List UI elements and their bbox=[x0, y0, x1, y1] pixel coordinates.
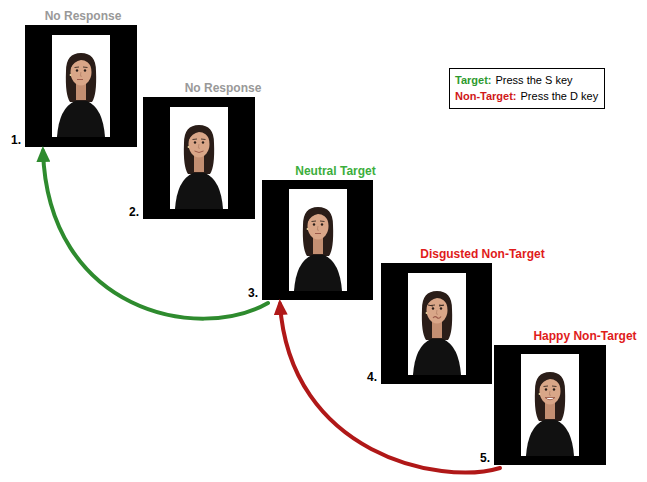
key-term: Non-Target: bbox=[455, 90, 517, 102]
stimulus-frame: No Response2. bbox=[143, 97, 255, 219]
key-line: Target: Press the S key bbox=[455, 72, 598, 88]
trial-label: Disgusted Non-Target bbox=[420, 247, 544, 261]
key-box: Target: Press the S keyNon-Target: Press t… bbox=[449, 68, 605, 109]
key-instruction: Press the D key bbox=[521, 90, 599, 102]
callout-number: 3. bbox=[248, 286, 258, 300]
trial-label: No Response bbox=[185, 81, 262, 95]
return-arrow bbox=[280, 304, 500, 473]
callout-number: 4. bbox=[367, 370, 377, 384]
trial-label: Neutral Target bbox=[295, 164, 375, 178]
return-arrow bbox=[43, 151, 268, 319]
key-line: Non-Target: Press the D key bbox=[455, 88, 598, 104]
stimulus-frame: Disgusted Non-Target4. bbox=[381, 263, 492, 384]
callout-number: 1. bbox=[11, 133, 21, 147]
key-instruction: Press the S key bbox=[495, 74, 572, 86]
stimulus-frame: No Response1. bbox=[25, 25, 137, 147]
key-term: Target: bbox=[455, 74, 491, 86]
stimulus-frame: Happy Non-Target5. bbox=[494, 345, 606, 465]
callout-number: 2. bbox=[129, 205, 139, 219]
stimulus-frame: Neutral Target3. bbox=[262, 180, 373, 300]
callout-number: 5. bbox=[480, 451, 490, 465]
trial-label: No Response bbox=[45, 9, 122, 23]
trial-label: Happy Non-Target bbox=[533, 329, 636, 343]
